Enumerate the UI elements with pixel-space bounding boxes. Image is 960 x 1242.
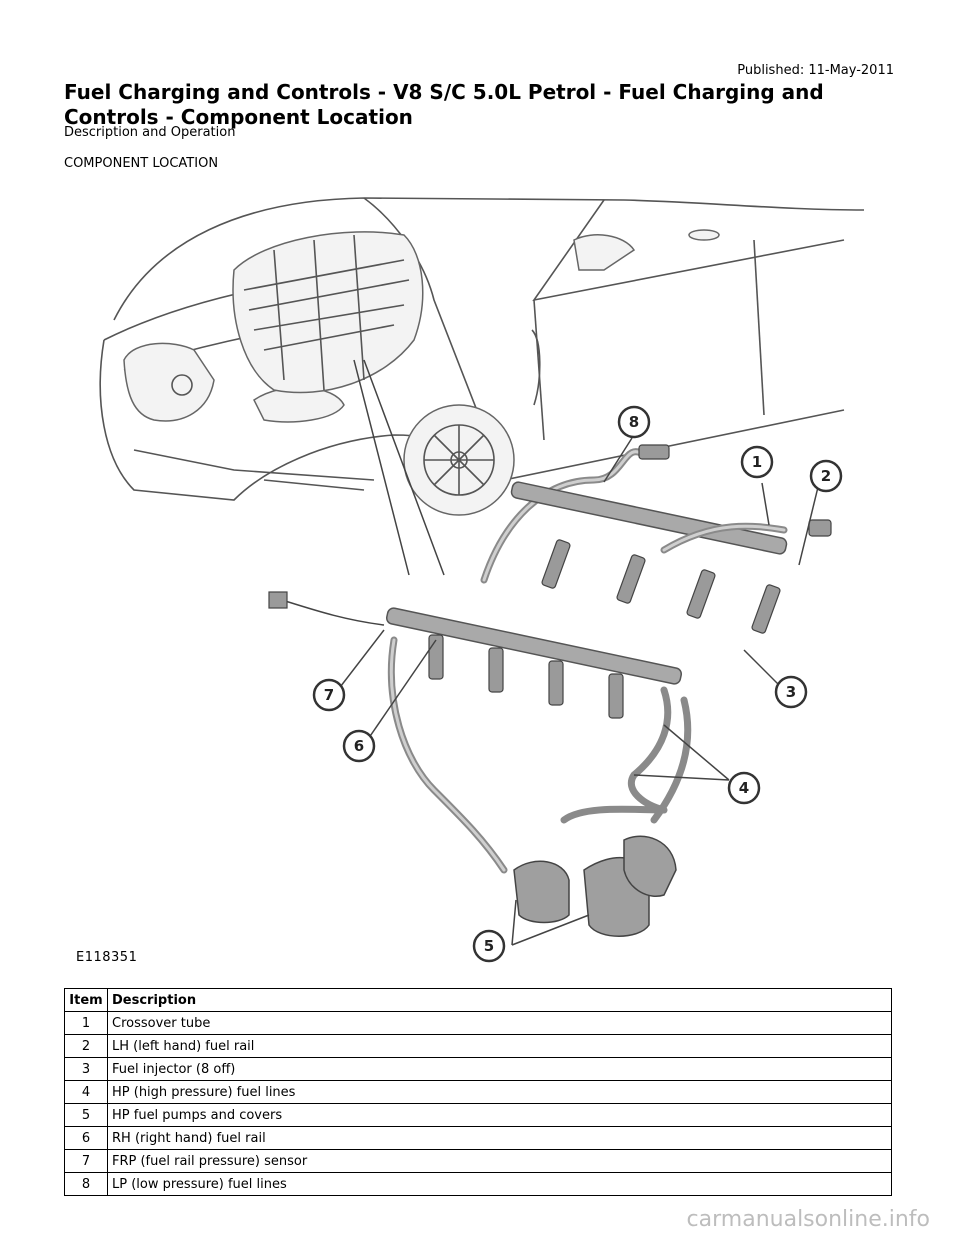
callout-leaders xyxy=(333,437,820,946)
hp-fuel-pumps xyxy=(513,835,677,937)
svg-text:5: 5 xyxy=(484,937,494,955)
callout-4: 4 xyxy=(727,771,761,805)
table-row: 3 Fuel injector (8 off) xyxy=(64,1057,892,1081)
car-illustration xyxy=(99,197,865,576)
callout-6: 6 xyxy=(342,729,376,763)
item-description: RH (right hand) fuel rail xyxy=(107,1126,892,1150)
svg-text:2: 2 xyxy=(821,467,831,485)
column-header-description: Description xyxy=(107,988,892,1012)
table-row: 8 LP (low pressure) fuel lines xyxy=(64,1172,892,1196)
table-row: 5 HP fuel pumps and covers xyxy=(64,1103,892,1127)
item-description: LH (left hand) fuel rail xyxy=(107,1034,892,1058)
page-subtitle: Description and Operation xyxy=(64,125,236,140)
column-header-item: Item xyxy=(64,988,108,1012)
item-description: Fuel injector (8 off) xyxy=(107,1057,892,1081)
callout-7: 7 xyxy=(312,678,346,712)
svg-text:8: 8 xyxy=(629,413,639,431)
item-description: HP fuel pumps and covers xyxy=(107,1103,892,1127)
callout-5: 5 xyxy=(472,929,506,963)
callout-2: 2 xyxy=(809,459,843,493)
page-title: Fuel Charging and Controls - V8 S/C 5.0L… xyxy=(64,80,824,129)
table-row: 6 RH (right hand) fuel rail xyxy=(64,1126,892,1150)
item-description: HP (high pressure) fuel lines xyxy=(107,1080,892,1104)
engine-block xyxy=(232,231,424,394)
item-number: 8 xyxy=(64,1172,108,1196)
svg-text:3: 3 xyxy=(786,683,796,701)
item-number: 4 xyxy=(64,1080,108,1104)
component-table: Item Description 1 Crossover tube 2 LH (… xyxy=(64,988,892,1196)
callout-8: 8 xyxy=(617,405,651,439)
item-description: Crossover tube xyxy=(107,1011,892,1035)
item-description: LP (low pressure) fuel lines xyxy=(107,1172,892,1196)
callout-3: 3 xyxy=(774,675,808,709)
fuel-system-assembly xyxy=(268,444,832,937)
callout-1: 1 xyxy=(740,445,774,479)
published-date: Published: 11-May-2011 xyxy=(737,63,894,78)
item-number: 2 xyxy=(64,1034,108,1058)
item-number: 5 xyxy=(64,1103,108,1127)
rh-fuel-rail xyxy=(385,607,683,685)
lh-fuel-rail xyxy=(510,481,788,555)
component-location-diagram: 1 2 3 4 5 6 7 8 xyxy=(64,180,892,980)
figure-id: E118351 xyxy=(76,950,138,965)
item-number: 6 xyxy=(64,1126,108,1150)
svg-text:6: 6 xyxy=(354,737,364,755)
diagram-svg: 1 2 3 4 5 6 7 8 xyxy=(99,197,865,963)
lh-injectors xyxy=(541,539,781,634)
table-row: 7 FRP (fuel rail pressure) sensor xyxy=(64,1149,892,1173)
section-heading: COMPONENT LOCATION xyxy=(64,156,219,171)
table-row: 4 HP (high pressure) fuel lines xyxy=(64,1080,892,1104)
item-number: 3 xyxy=(64,1057,108,1081)
item-description: FRP (fuel rail pressure) sensor xyxy=(107,1149,892,1173)
table-row: 1 Crossover tube xyxy=(64,1011,892,1035)
item-number: 1 xyxy=(64,1011,108,1035)
site-watermark: carmanualsonline.info xyxy=(686,1207,930,1232)
svg-text:1: 1 xyxy=(752,453,762,471)
table-header-row: Item Description xyxy=(64,988,892,1012)
svg-text:7: 7 xyxy=(324,686,334,704)
item-number: 7 xyxy=(64,1149,108,1173)
table-row: 2 LH (left hand) fuel rail xyxy=(64,1034,892,1058)
svg-text:4: 4 xyxy=(739,779,749,797)
